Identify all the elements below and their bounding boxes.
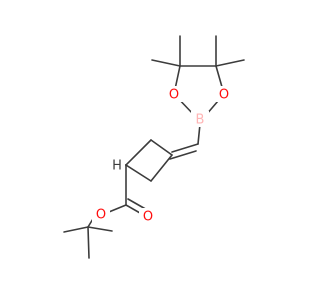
bond-tbu-right	[87, 226, 113, 232]
bond-vinyl-double-a	[171, 143, 199, 153]
bond-cb-bottom-left	[125, 164, 152, 182]
bond-cb-right-top	[150, 139, 173, 156]
bond-cb-right-bottom	[150, 154, 173, 182]
bond-c-right-methyl-right	[215, 59, 245, 67]
bond-tbu-down	[87, 226, 90, 259]
hydrogen-label: H	[112, 159, 122, 174]
bond-c-left-methyl-left	[151, 59, 181, 67]
oxygen-top-right-label: O	[219, 88, 229, 103]
hydrogen-bg	[109, 158, 125, 173]
bond-tbu-left	[63, 226, 89, 233]
molecule-diagram: B O O H O O	[63, 35, 245, 259]
bond-b-c-vinyl	[197, 123, 201, 145]
oxygen-top-right-bg	[215, 86, 233, 102]
oxygen-ester-single-label: O	[96, 208, 106, 223]
oxygen-ester-double-bg	[139, 208, 157, 224]
oxygen-top-left-label: O	[169, 88, 179, 103]
oxygen-ester-double-label: O	[143, 210, 153, 225]
structure-canvas: B O O H O O	[63, 35, 245, 259]
boron-label: B	[196, 113, 205, 128]
oxygen-ester-single-bg	[92, 206, 110, 222]
bond-cb-top-left	[125, 139, 152, 166]
oxygen-top-left-bg	[165, 86, 183, 102]
bond-vinyl-double-b	[169, 150, 197, 160]
boron-label-bg	[191, 111, 209, 127]
